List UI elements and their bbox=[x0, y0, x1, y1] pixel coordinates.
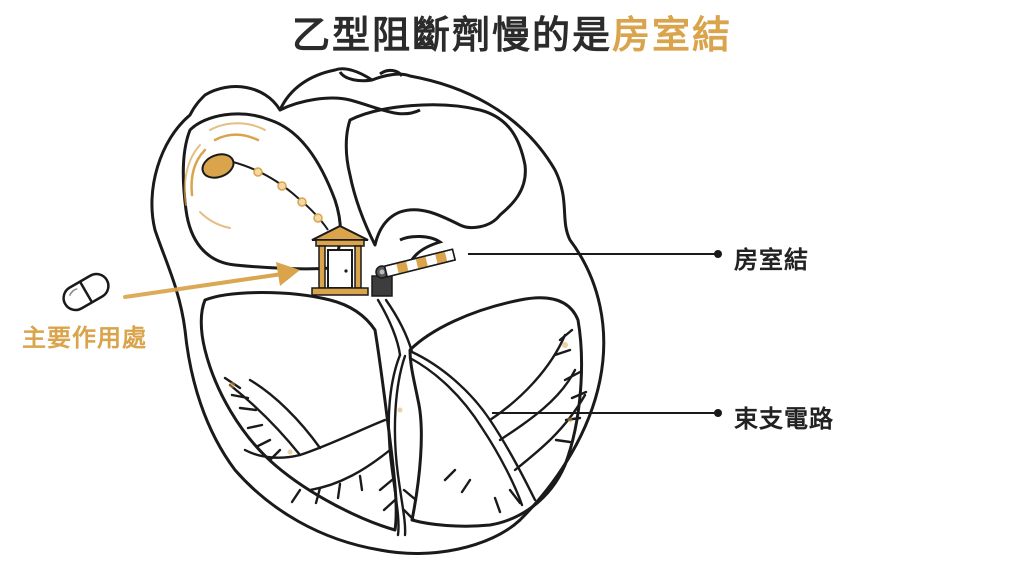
left-ventricle-chamber bbox=[408, 296, 584, 528]
title-prefix: 乙型阻斷劑慢的是 bbox=[291, 13, 612, 57]
sa-node-group bbox=[183, 122, 329, 231]
conduction-glow bbox=[229, 342, 573, 455]
leader-lines bbox=[468, 250, 722, 417]
barrier-gate-icon bbox=[371, 248, 457, 297]
conduction-system bbox=[223, 298, 588, 537]
ventricle-chamber bbox=[199, 291, 398, 532]
house-icon bbox=[311, 224, 369, 296]
left-atrium-chamber bbox=[344, 103, 527, 247]
vessel-top bbox=[338, 68, 404, 83]
av-node-label: 房室結 bbox=[734, 246, 809, 274]
pill-icon bbox=[62, 272, 110, 312]
title-highlight: 房室結 bbox=[612, 13, 733, 57]
sa-node bbox=[201, 153, 235, 179]
aorta-outline bbox=[279, 96, 421, 116]
site-of-action-arrow bbox=[123, 262, 300, 299]
heart-outline bbox=[150, 67, 606, 555]
diagram-title: 乙型阻斷劑慢的是房室結 bbox=[0, 4, 1024, 59]
site-of-action-label: 主要作用處 bbox=[22, 324, 147, 352]
bundle-branch-label: 束支電路 bbox=[734, 405, 834, 433]
